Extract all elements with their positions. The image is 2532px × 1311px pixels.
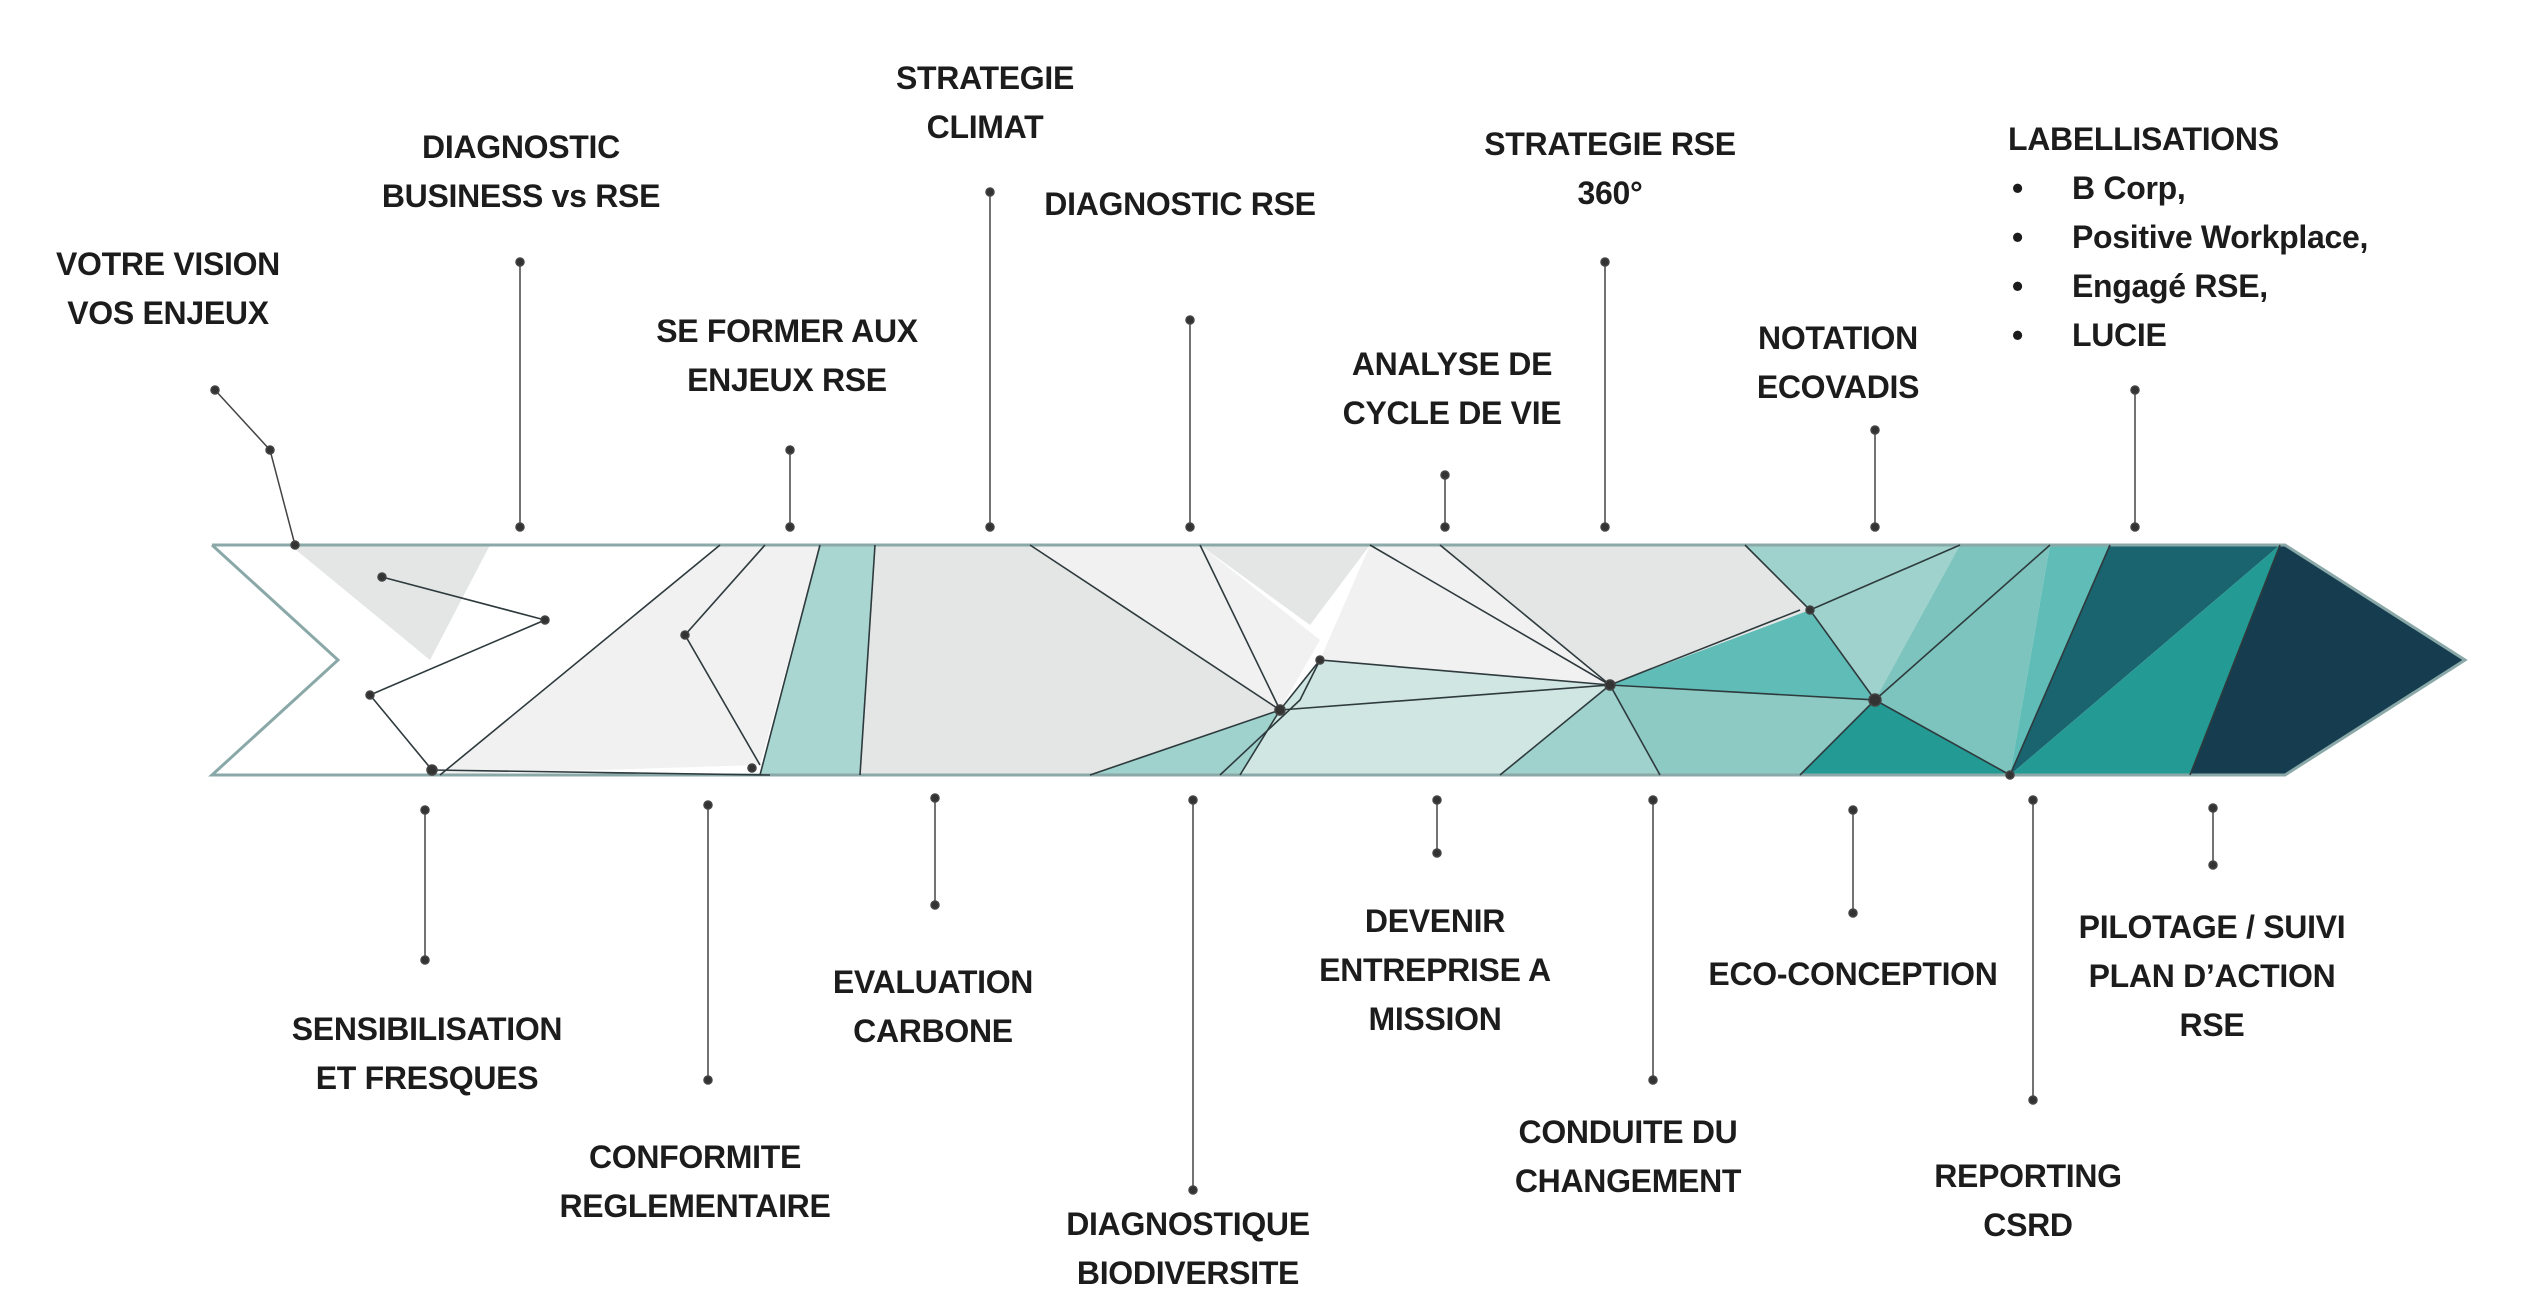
label-line: ENJEUX RSE [687, 362, 887, 398]
facet [1875, 545, 2050, 775]
label-line: SE FORMER AUX [656, 313, 918, 349]
list-item: B Corp, [2008, 164, 2368, 213]
label-line: DEVENIR [1364, 903, 1506, 939]
label-analyse-cycle-vie: ANALYSE DE CYCLE DE VIE [1343, 340, 1562, 438]
facet [1745, 545, 1960, 700]
labellisations-title: LABELLISATIONS [2008, 121, 2279, 157]
label-line: VOS ENJEUX [67, 295, 269, 331]
label-notation-ecovadis: NOTATION ECOVADIS [1756, 314, 1920, 412]
facet [1200, 545, 1370, 625]
label-line: REPORTING [1934, 1158, 2122, 1194]
list-item: Positive Workplace, [2008, 213, 2368, 262]
label-line: SENSIBILISATION [291, 1011, 563, 1047]
label-eco-conception: ECO-CONCEPTION [1708, 950, 1997, 999]
label-se-former: SE FORMER AUX ENJEUX RSE [656, 307, 918, 405]
label-line: BUSINESS vs RSE [381, 178, 661, 214]
label-line: VOTRE VISION [56, 246, 280, 282]
label-labellisations: LABELLISATIONS B Corp, Positive Workplac… [2008, 115, 2368, 360]
label-sensibilisation: SENSIBILISATION ET FRESQUES [292, 1005, 563, 1103]
label-line: STRATEGIE RSE [1484, 126, 1736, 162]
list-item: Engagé RSE, [2008, 262, 2368, 311]
label-diagnostic-rse: DIAGNOSTIC RSE [1044, 180, 1316, 229]
facet [440, 545, 820, 775]
label-line: ECOVADIS [1756, 369, 1920, 405]
label-reporting-csrd: REPORTING CSRD [1934, 1152, 2122, 1250]
facet [1240, 660, 1610, 775]
label-line: DIAGNOSTIQUE [1066, 1206, 1310, 1242]
label-line: CARBONE [853, 1013, 1013, 1049]
facet [290, 545, 490, 660]
facet [1440, 545, 1810, 685]
label-line: 360° [1577, 175, 1643, 211]
label-line: PLAN D’ACTION [2088, 958, 2336, 994]
label-pilotage-suivi: PILOTAGE / SUIVI PLAN D’ACTION RSE [2079, 903, 2346, 1050]
connector-lines [210, 187, 2218, 1195]
facet [1610, 610, 1875, 700]
label-line: PILOTAGE / SUIVI [2078, 909, 2346, 945]
label-line: ECO-CONCEPTION [1708, 956, 1998, 992]
label-entreprise-mission: DEVENIR ENTREPRISE A MISSION [1319, 897, 1551, 1044]
facet [1500, 685, 1660, 775]
label-line: EVALUATION [832, 964, 1034, 1000]
label-strategie-climat: STRATEGIE CLIMAT [896, 54, 1074, 152]
facet [1800, 700, 2010, 775]
label-line: CLIMAT [926, 109, 1044, 145]
label-strategie-rse-360: STRATEGIE RSE 360° [1484, 120, 1736, 218]
label-line: RSE [2179, 1007, 2245, 1043]
label-line: BIODIVERSITE [1076, 1255, 1300, 1291]
facet [1320, 545, 1610, 685]
facet [760, 545, 875, 775]
label-line: ET FRESQUES [315, 1060, 539, 1096]
label-line: MISSION [1368, 1001, 1502, 1037]
label-conduite-changement: CONDUITE DU CHANGEMENT [1514, 1108, 1742, 1206]
label-line: ENTREPRISE A [1319, 952, 1551, 988]
label-line: NOTATION [1758, 320, 1918, 356]
label-line: CHANGEMENT [1514, 1163, 1742, 1199]
label-line: STRATEGIE [895, 60, 1075, 96]
label-votre-vision: VOTRE VISION VOS ENJEUX [56, 240, 280, 338]
arrow-facets [212, 545, 2465, 775]
label-line: CONDUITE DU [1518, 1114, 1738, 1150]
label-evaluation-carbone: EVALUATION CARBONE [832, 958, 1034, 1056]
label-line: CYCLE DE VIE [1342, 395, 1562, 431]
label-line: REGLEMENTAIRE [559, 1188, 831, 1224]
labellisations-list: B Corp, Positive Workplace, Engagé RSE, … [2008, 164, 2368, 360]
facet [1030, 545, 1320, 710]
label-conformite: CONFORMITE REGLEMENTAIRE [559, 1133, 830, 1231]
label-line: DIAGNOSTIC RSE [1044, 186, 1316, 222]
label-line: CONFORMITE [588, 1139, 802, 1175]
list-item: LUCIE [2008, 311, 2368, 360]
facet [860, 545, 1280, 775]
label-diagnostic-business: DIAGNOSTIC BUSINESS vs RSE [381, 123, 661, 221]
label-line: DIAGNOSTIC [422, 129, 620, 165]
arrow-head [2190, 545, 2465, 775]
label-line: CSRD [1983, 1207, 2073, 1243]
label-line: ANALYSE DE [1351, 346, 1553, 382]
label-diagnostique-biodiversite: DIAGNOSTIQUE BIODIVERSITE [1066, 1200, 1310, 1298]
